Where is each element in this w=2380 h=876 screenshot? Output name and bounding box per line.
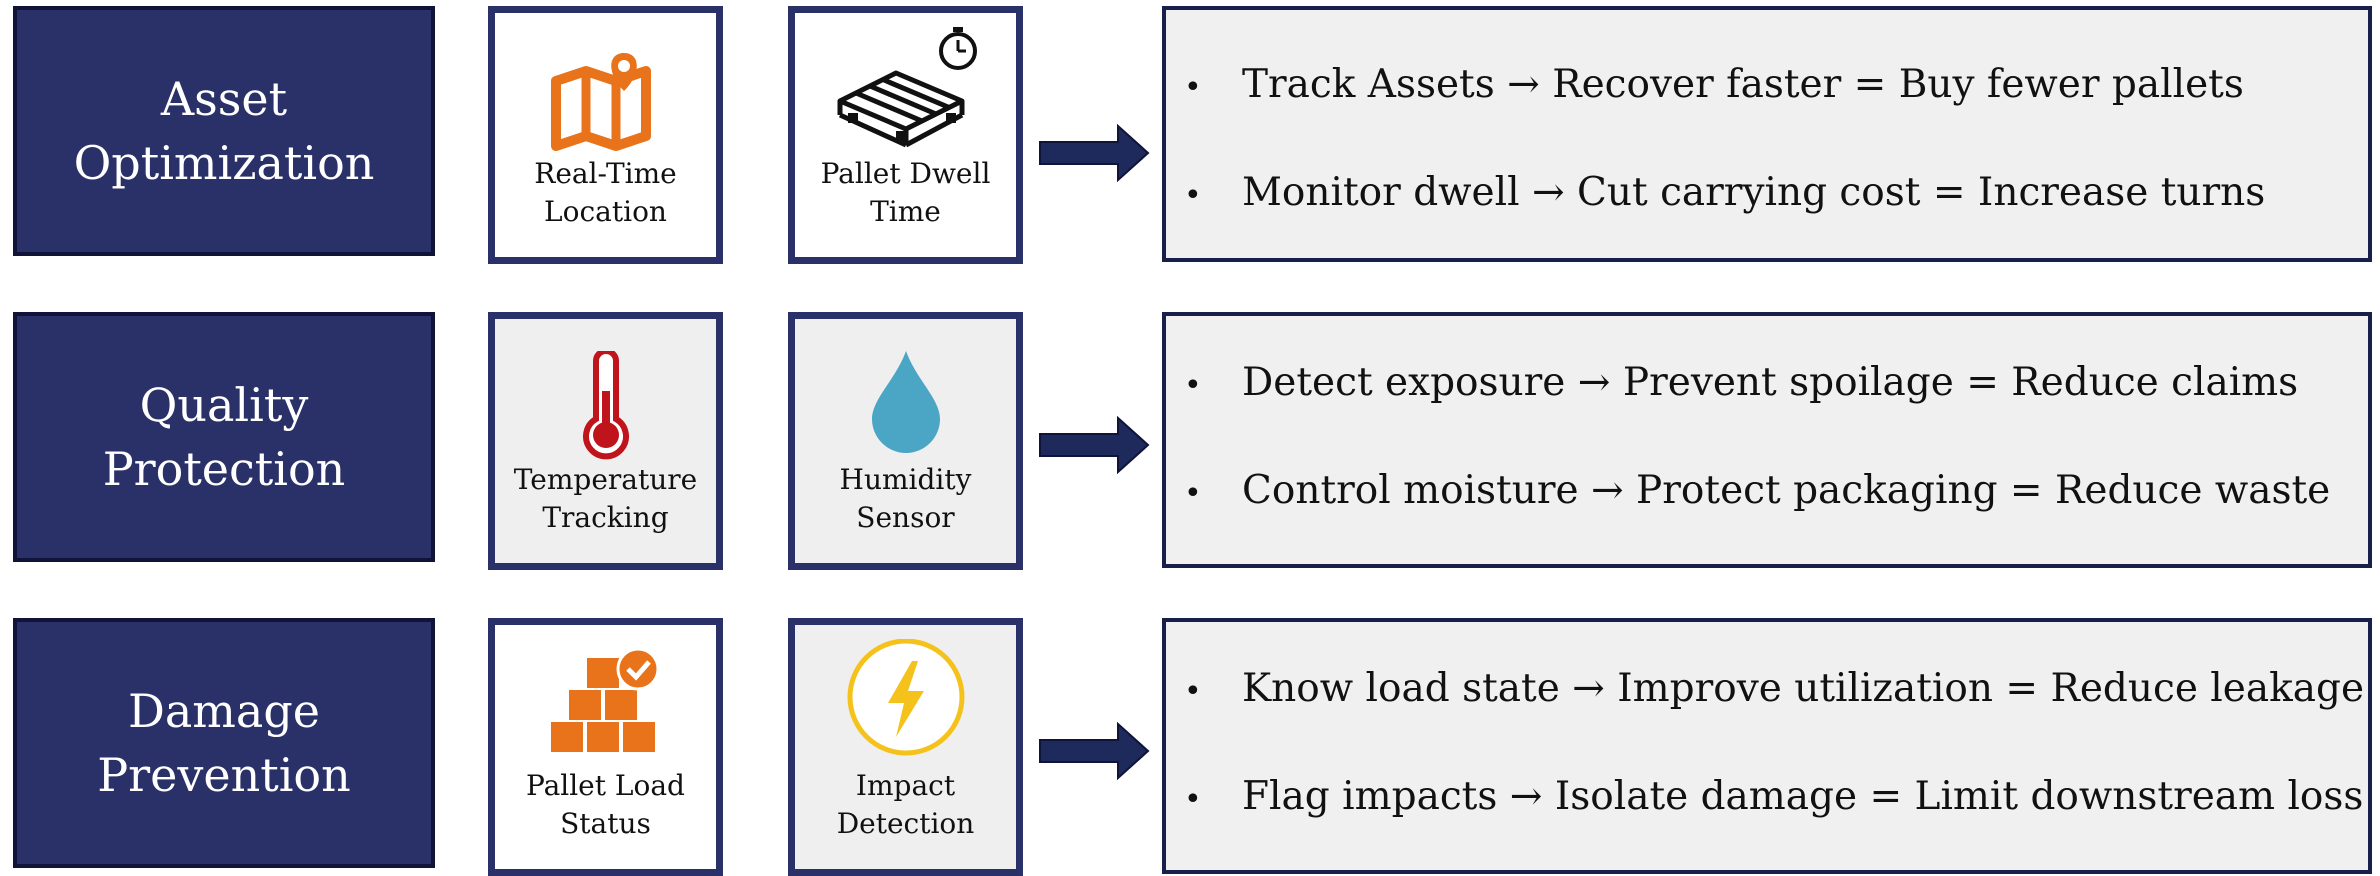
tile-label: Pallet Load Status — [526, 769, 685, 840]
arrow-right-icon — [1038, 415, 1150, 478]
arrow-right-icon — [1038, 123, 1150, 186]
bullet-symbol: • — [1184, 177, 1202, 213]
tile-label: Temperature Tracking — [513, 463, 698, 534]
category-quality-protection: Quality Protection — [13, 312, 435, 562]
tile-humidity-sensor: Humidity Sensor — [788, 312, 1023, 570]
lightning-bolt-icon — [795, 639, 1016, 757]
water-drop-icon — [795, 349, 1016, 455]
benefit-text: Detect exposure → Prevent spoilage = Red… — [1242, 360, 2299, 405]
arrow-right-icon — [1038, 721, 1150, 784]
tile-label: Pallet Dwell Time — [820, 157, 991, 228]
row-asset-optimization: Asset Optimization Real-Time Location — [0, 0, 2380, 264]
bullet-symbol: • — [1184, 673, 1202, 709]
benefit-item: • Monitor dwell → Cut carrying cost = Inc… — [1184, 170, 2265, 215]
benefit-text: Track Assets → Recover faster = Buy fewe… — [1242, 62, 2244, 107]
benefits-box: • Know load state → Improve utilization =… — [1162, 618, 2372, 874]
thermometer-icon — [495, 351, 716, 461]
map-pin-icon — [495, 51, 716, 151]
row-quality-protection: Quality Protection Temperature Tracking … — [0, 306, 2380, 570]
benefit-item: • Know load state → Improve utilization =… — [1184, 666, 2364, 711]
bullet-symbol: • — [1184, 475, 1202, 511]
bullet-symbol: • — [1184, 781, 1202, 817]
tile-temperature-tracking: Temperature Tracking — [488, 312, 723, 570]
benefit-item: • Track Assets → Recover faster = Buy few… — [1184, 62, 2244, 107]
category-asset-optimization: Asset Optimization — [13, 6, 435, 256]
benefit-text: Know load state → Improve utilization = … — [1242, 666, 2365, 711]
stacked-boxes-check-icon — [495, 645, 716, 757]
benefits-box: • Track Assets → Recover faster = Buy few… — [1162, 6, 2372, 262]
category-damage-prevention: Damage Prevention — [13, 618, 435, 868]
bullet-symbol: • — [1184, 367, 1202, 403]
benefit-item: • Detect exposure → Prevent spoilage = Re… — [1184, 360, 2298, 405]
category-label: Quality Protection — [102, 378, 346, 496]
tile-label: Real-Time Location — [534, 157, 677, 228]
pallet-timer-icon — [795, 23, 1016, 153]
category-label: Asset Optimization — [73, 72, 375, 190]
tile-pallet-dwell-time: Pallet Dwell Time — [788, 6, 1023, 264]
benefit-text: Control moisture → Protect packaging = R… — [1242, 468, 2331, 513]
tile-label: Humidity Sensor — [839, 463, 972, 534]
tile-label: Impact Detection — [836, 769, 975, 840]
benefit-text: Monitor dwell → Cut carrying cost = Incr… — [1242, 170, 2266, 215]
bullet-symbol: • — [1184, 69, 1202, 105]
benefit-item: • Control moisture → Protect packaging = … — [1184, 468, 2330, 513]
benefit-text: Flag impacts → Isolate damage = Limit do… — [1242, 774, 2364, 819]
tile-real-time-location: Real-Time Location — [488, 6, 723, 264]
tile-pallet-load-status: Pallet Load Status — [488, 618, 723, 876]
benefit-item: • Flag impacts → Isolate damage = Limit d… — [1184, 774, 2363, 819]
category-label: Damage Prevention — [97, 684, 351, 802]
row-damage-prevention: Damage Prevention Pallet Load Status — [0, 612, 2380, 876]
tile-impact-detection: Impact Detection — [788, 618, 1023, 876]
benefits-box: • Detect exposure → Prevent spoilage = Re… — [1162, 312, 2372, 568]
